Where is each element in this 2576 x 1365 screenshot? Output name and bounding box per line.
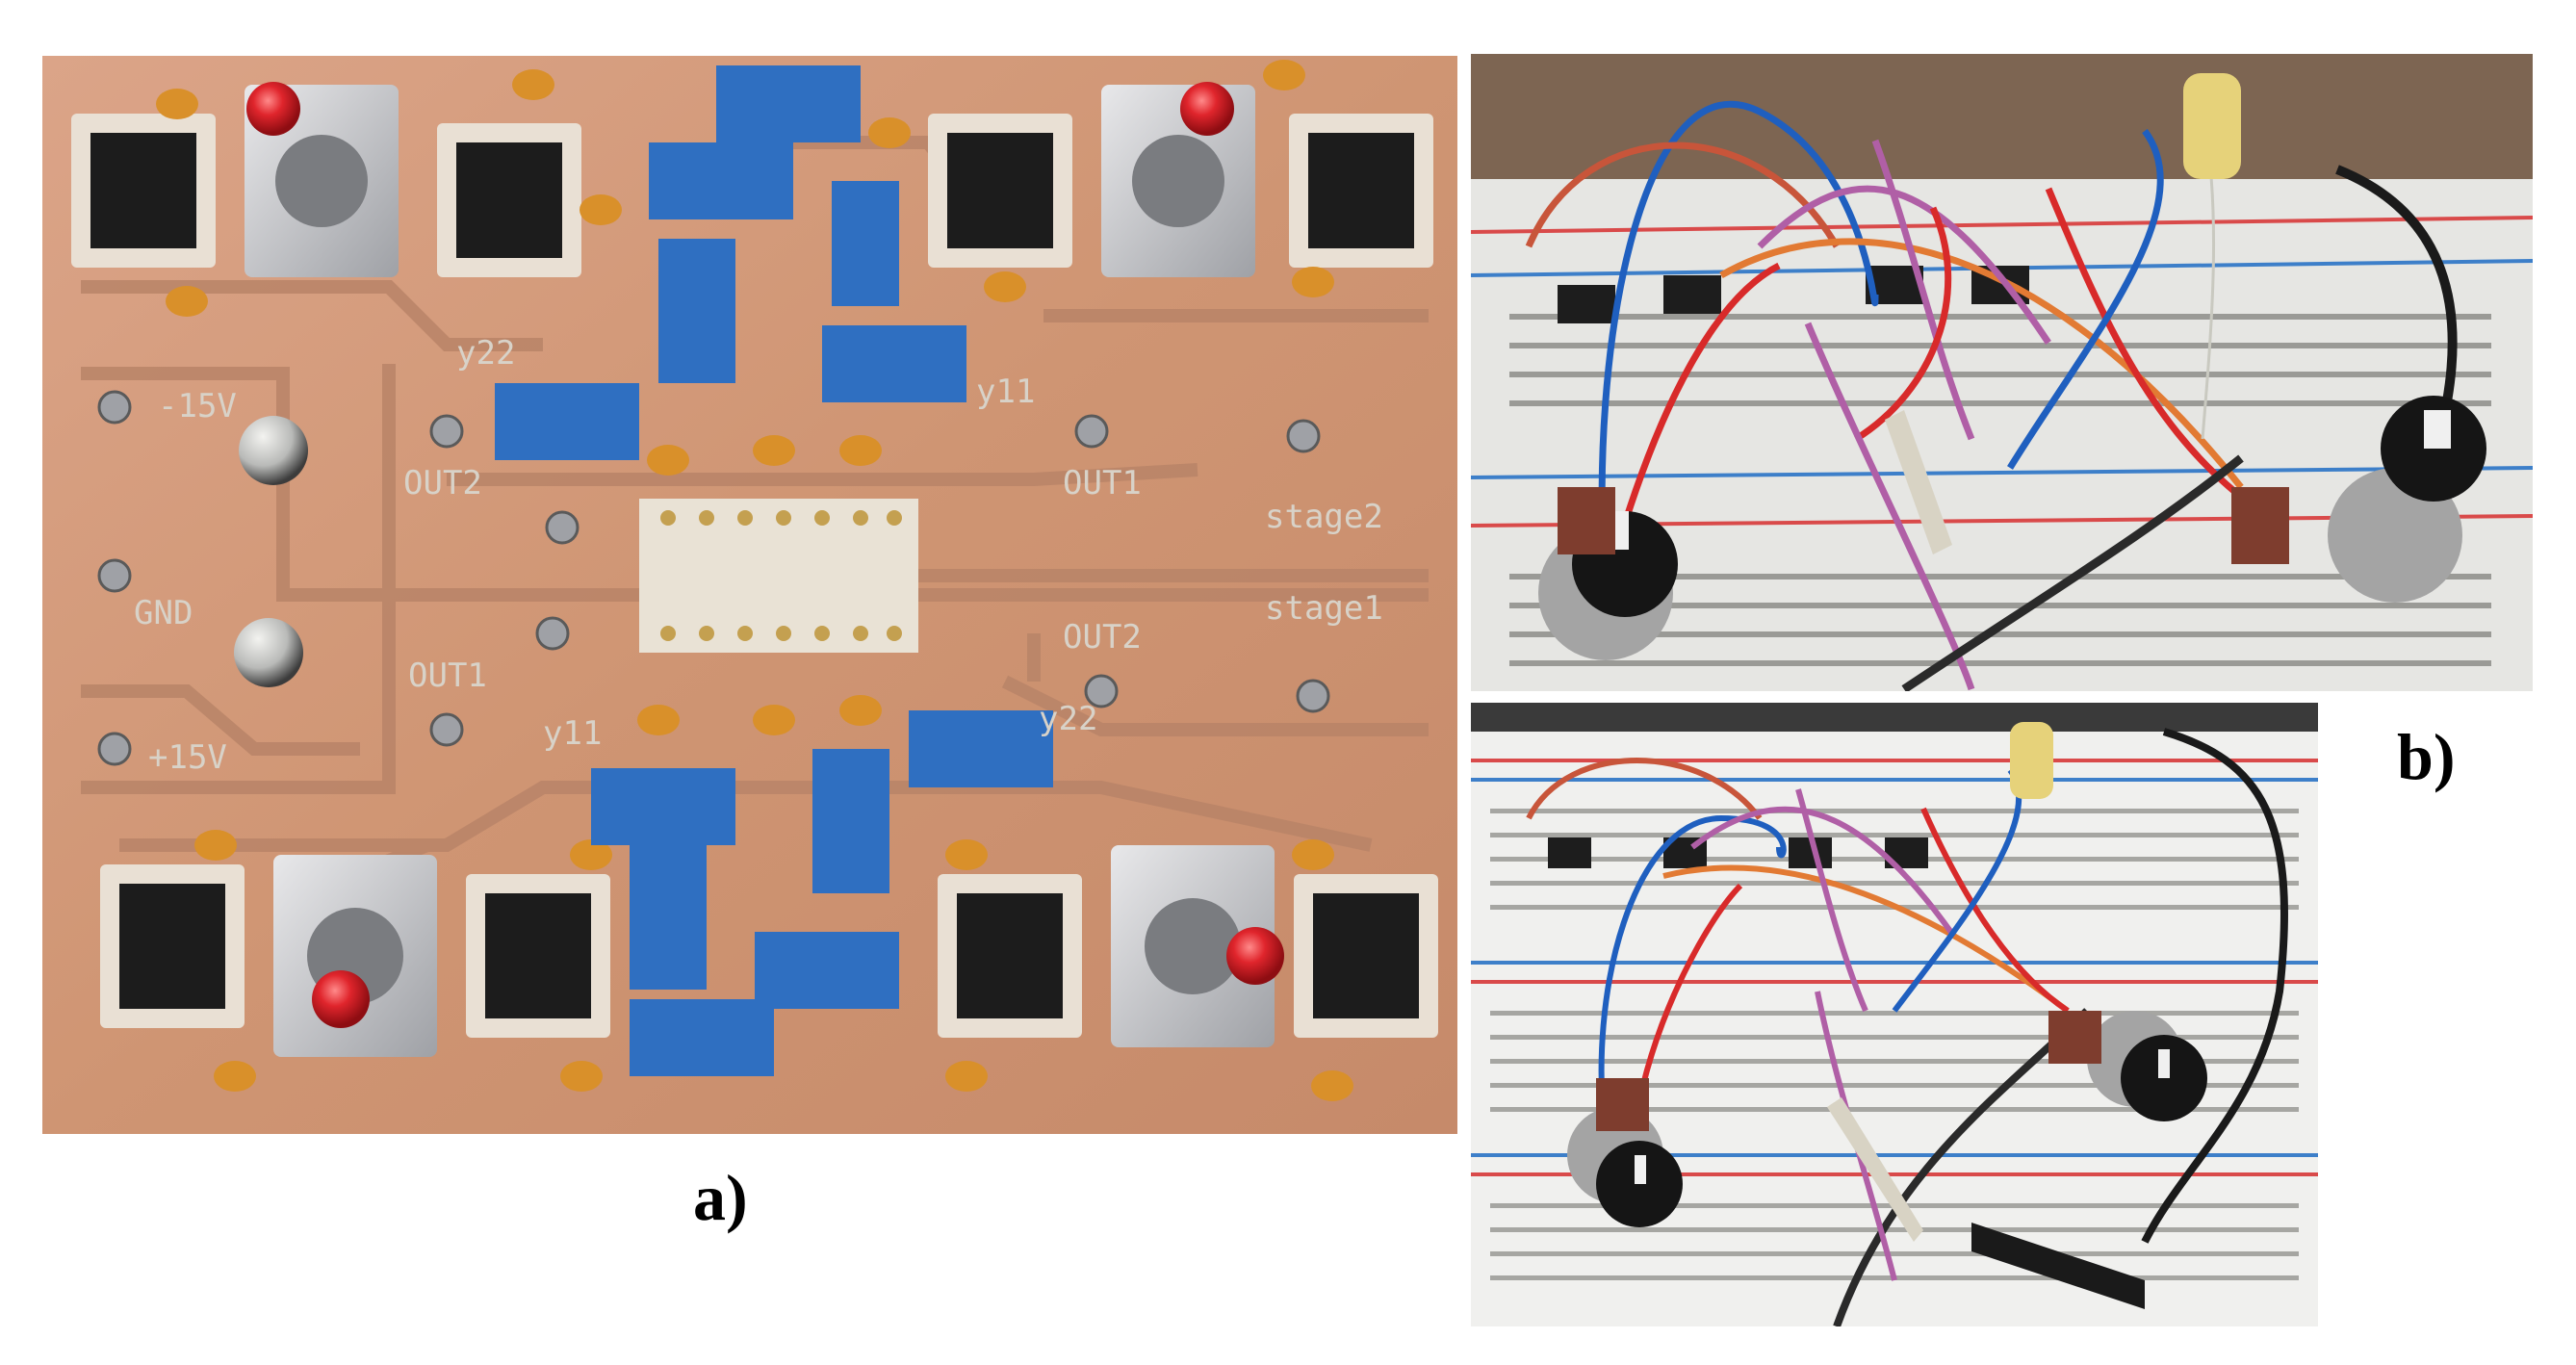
breadboard-photo-bottom xyxy=(1471,703,2318,1326)
knob-marker xyxy=(1635,1155,1646,1184)
red-button-cap xyxy=(1180,82,1234,136)
ceramic-capacitors xyxy=(156,60,1353,1101)
opamp-ic xyxy=(119,884,225,1009)
trimmer-potentiometers-bottom xyxy=(591,710,1053,1076)
label-y11-bottom: y11 xyxy=(543,714,602,753)
electrolytic-capacitor xyxy=(239,416,308,485)
label-y22-top: y22 xyxy=(456,334,515,373)
pot-body xyxy=(2231,487,2289,564)
film-capacitor xyxy=(2010,722,2053,799)
probe-tip xyxy=(1885,410,1952,554)
label-y11-top: y11 xyxy=(976,373,1035,411)
knob-marker xyxy=(1615,511,1629,550)
pot-body xyxy=(1558,487,1615,554)
breadboard-illustration-top xyxy=(1471,54,2533,691)
background-edge xyxy=(1471,703,2318,732)
breadboard-illustration-bottom xyxy=(1471,703,2318,1326)
opamp-ic xyxy=(456,142,562,258)
trimmer-potentiometers xyxy=(495,65,966,460)
pot-body xyxy=(2048,1011,2101,1064)
label-pos-supply: +15V xyxy=(148,738,227,777)
opamp-ic xyxy=(1313,893,1419,1018)
label-ground: GND xyxy=(134,594,193,632)
switch-nut xyxy=(275,135,368,227)
socket-pins xyxy=(660,510,902,641)
jumper-wires xyxy=(1525,100,2458,691)
breadboard-holes xyxy=(1509,314,2491,666)
test-points xyxy=(97,390,1330,766)
opamp-ic xyxy=(1308,133,1414,248)
opamp-ic xyxy=(957,893,1063,1018)
probe-tip xyxy=(1827,1097,1923,1242)
potentiometer xyxy=(2328,468,2462,603)
dip-socket xyxy=(639,499,918,653)
pcb-illustration: -15V GND +15V y22 y11 OUT2 OUT1 stage2 s… xyxy=(42,56,1457,1134)
red-button-cap xyxy=(246,82,300,136)
opamp-ic xyxy=(485,893,591,1018)
knob-marker xyxy=(2424,410,2451,449)
breadboard-photo-top xyxy=(1471,54,2533,691)
probe-clip xyxy=(1971,1223,2145,1309)
switch-nut xyxy=(1145,898,1241,994)
knob-marker xyxy=(2158,1049,2170,1078)
electrolytic-capacitor xyxy=(234,618,303,687)
label-stage1: stage1 xyxy=(1265,589,1383,628)
film-capacitor xyxy=(2183,73,2241,179)
label-y22-bottom: y22 xyxy=(1039,700,1097,738)
red-button-cap xyxy=(312,970,370,1028)
pcb-photo: -15V GND +15V y22 y11 OUT2 OUT1 stage2 s… xyxy=(42,56,1457,1134)
label-neg-supply: -15V xyxy=(158,387,237,425)
opamp-ic xyxy=(947,133,1053,248)
switch-nut xyxy=(1132,135,1224,227)
pot-body xyxy=(1596,1078,1649,1131)
opamp-ic xyxy=(90,133,196,248)
label-out1-top: OUT1 xyxy=(1063,464,1142,502)
caption-a: a) xyxy=(693,1161,748,1234)
label-out2-bottom: OUT2 xyxy=(1063,618,1142,657)
red-button-cap xyxy=(1226,927,1284,985)
caption-b: b) xyxy=(2397,720,2456,793)
label-out2-top: OUT2 xyxy=(403,464,482,502)
label-stage2: stage2 xyxy=(1265,498,1383,536)
label-out1-bottom: OUT1 xyxy=(408,657,487,695)
